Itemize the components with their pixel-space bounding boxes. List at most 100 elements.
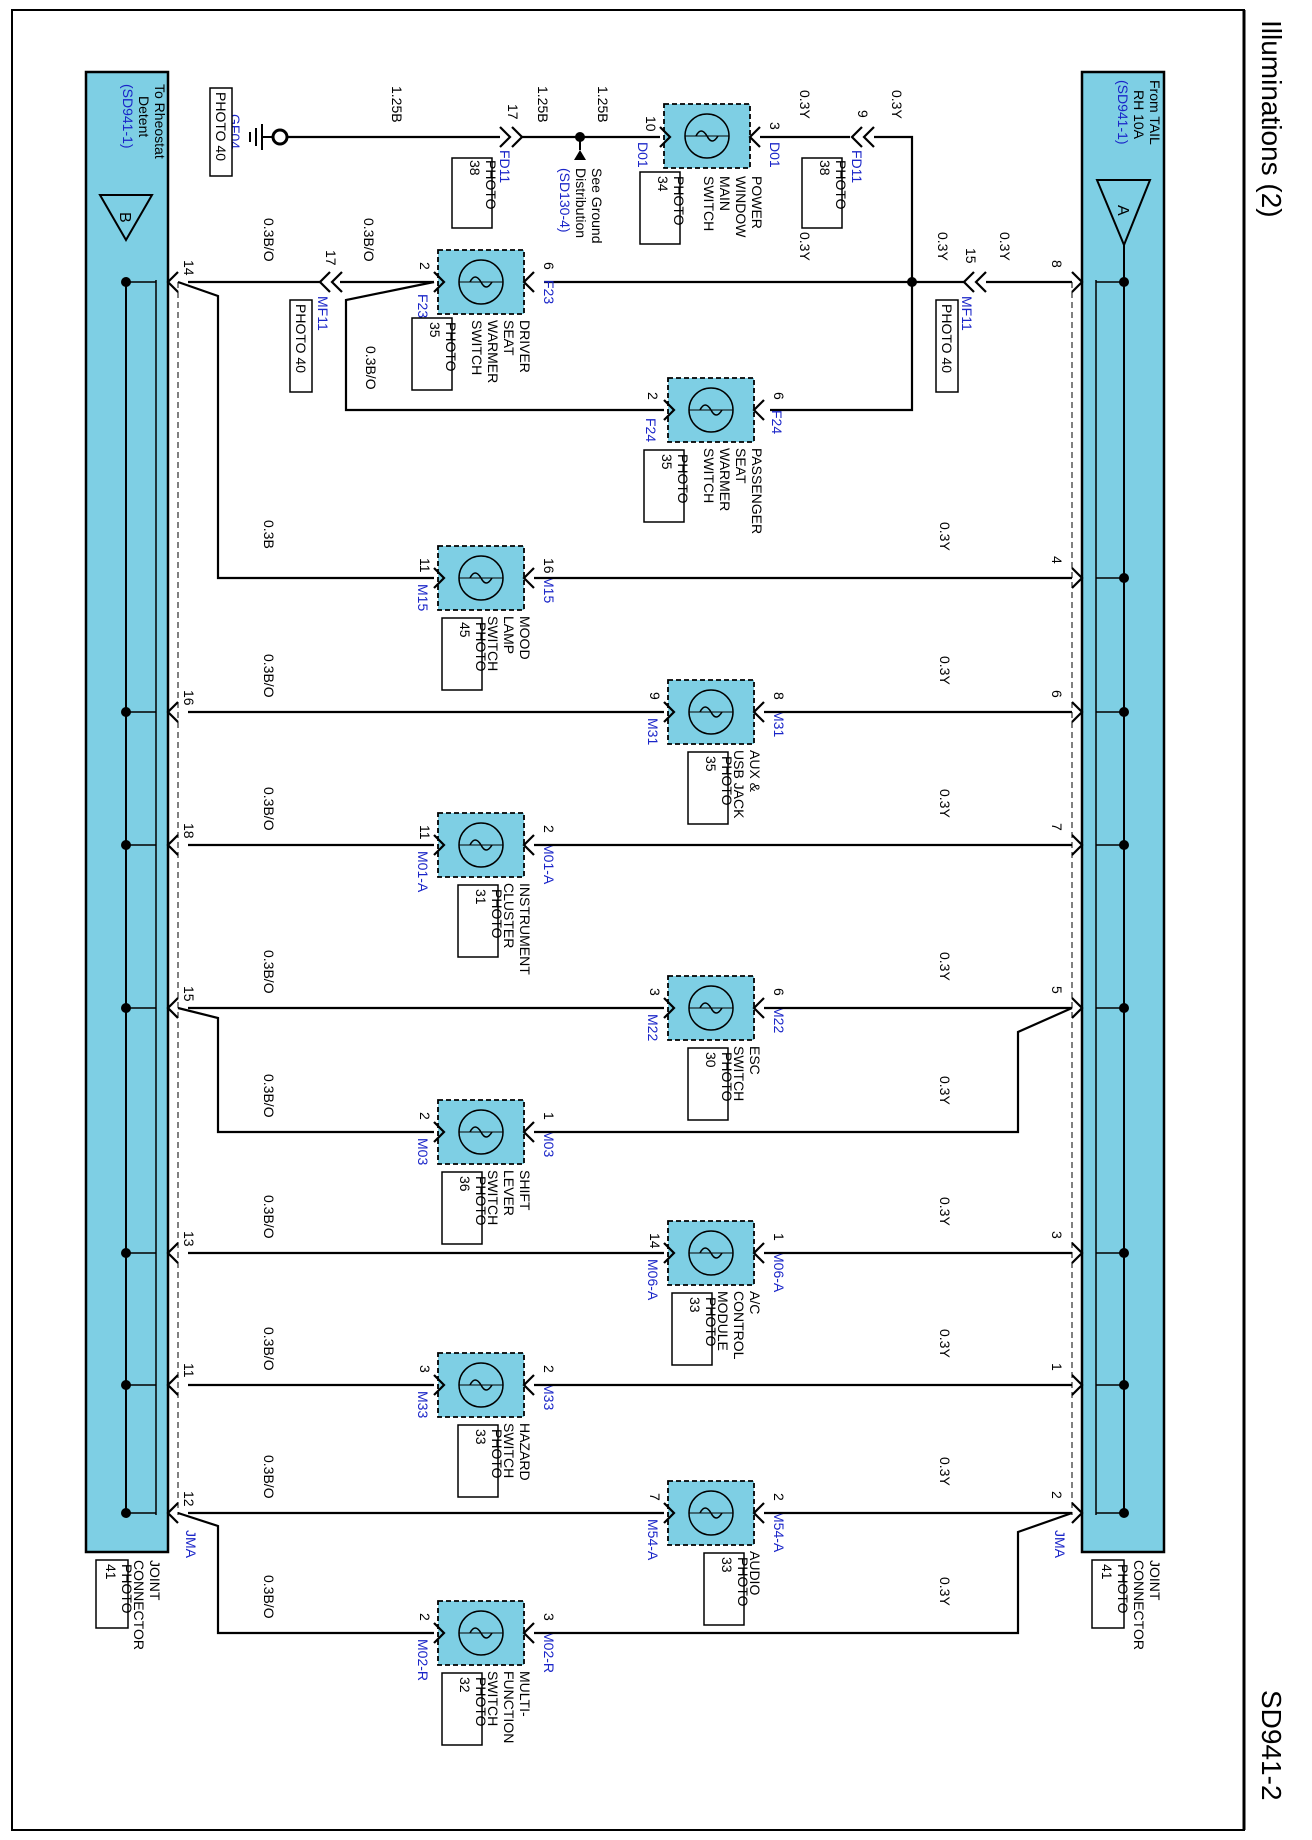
driver-seat-left-pin: 2 bbox=[417, 262, 433, 270]
comp-4-right-conn: M31 bbox=[771, 710, 787, 737]
right-joint-photo-2: 41 bbox=[1099, 1564, 1115, 1580]
left-bar-label-line1: To Rheostat bbox=[152, 84, 168, 159]
left-bar-pin-9 bbox=[166, 1374, 179, 1396]
right-bar-pin-4 bbox=[1071, 701, 1084, 723]
ground-wire-label: 1.25B bbox=[389, 86, 405, 123]
comp-10-photo-box bbox=[703, 1552, 745, 1626]
mf11-15-wire-label: 0.3Y bbox=[935, 232, 951, 261]
power-window-photo-2: 34 bbox=[655, 176, 671, 192]
power-window-photo-1: PHOTO bbox=[671, 176, 687, 226]
driver-seat-right-pin: 6 bbox=[541, 262, 557, 270]
mf11-17-wire-label: 0.3B/O bbox=[261, 218, 277, 262]
comp-6-left-pin: 3 bbox=[647, 988, 663, 996]
comp-3-name-3: SWITCH bbox=[485, 616, 501, 671]
fd11-9-to-splice-wire bbox=[770, 135, 914, 412]
comp-7-name-2: LEVER bbox=[501, 1170, 517, 1216]
fd11-9-wire-label2: 0.3Y bbox=[889, 90, 905, 119]
bar-pin-14: 14 bbox=[181, 260, 197, 276]
comp-9-right-conn: M33 bbox=[541, 1383, 557, 1410]
comp-11-photo-1: PHOTO bbox=[473, 1677, 489, 1727]
comp-8-left-wire-label: 0.3B/O bbox=[261, 1195, 277, 1239]
right-bar-pin-num-3: 4 bbox=[1049, 556, 1065, 564]
comp-7-right-wire-label: 0.3Y bbox=[937, 1076, 953, 1105]
comp-5-name-1: INSTRUMENT bbox=[517, 883, 533, 975]
comp-9-name-1: HAZARD bbox=[517, 1423, 533, 1481]
comp-9-left-pin: 3 bbox=[417, 1365, 433, 1373]
comp-6-left-wire-label: 0.3B/O bbox=[261, 950, 277, 994]
passenger-seat-name-3: WARMER bbox=[717, 448, 733, 511]
comp-8-left-pin: 14 bbox=[647, 1233, 663, 1249]
comp-7-name-1: SHIFT bbox=[517, 1170, 533, 1211]
comp-11-pins bbox=[433, 1622, 535, 1644]
seat-loop-wire-label: 0.3B/O bbox=[363, 346, 379, 390]
mf11-15-id: MF11 bbox=[959, 296, 975, 331]
mf11-17-connector bbox=[318, 271, 343, 293]
left-bar-pin-num-4: 16 bbox=[181, 690, 197, 706]
comp-10-left-pin: 7 bbox=[647, 1493, 663, 1501]
comp-5-left-wire-label: 0.3B/O bbox=[261, 787, 277, 831]
comp-3-photo-2: 45 bbox=[457, 622, 473, 638]
comp-4-left-wire-label: 0.3B/O bbox=[261, 654, 277, 698]
left-joint-name-2: CONNECTOR bbox=[131, 1560, 147, 1650]
left-joint-photo-1: PHOTO bbox=[119, 1564, 135, 1614]
comp-5-photo-1: PHOTO bbox=[489, 889, 505, 939]
right-bar-triangle bbox=[1095, 179, 1152, 248]
comp-7-left-pin: 2 bbox=[417, 1112, 433, 1120]
comp-3-left-wire-label: 0.3B bbox=[261, 520, 277, 549]
right-bar-ref: (SD941-1) bbox=[1115, 80, 1131, 145]
ground-photo: PHOTO 40 bbox=[213, 92, 229, 161]
comp-8-name-3: MODULE bbox=[715, 1291, 731, 1351]
passenger-seat-name-1: PASSENGER bbox=[749, 448, 765, 534]
left-bar-triangle bbox=[98, 194, 154, 242]
power-window-photo-box bbox=[639, 171, 681, 245]
left-bar-pin-num-6: 15 bbox=[181, 986, 197, 1002]
ground-dist-note-1: See Ground bbox=[589, 168, 605, 244]
right-joint-name-1: JOINT bbox=[1147, 1560, 1163, 1601]
mf11-15-photo-box bbox=[935, 299, 959, 393]
comp-9-right-wire-label: 0.3Y bbox=[937, 1329, 953, 1358]
comp-11-left-wire bbox=[177, 1511, 434, 1635]
comp-9-left-conn: M33 bbox=[415, 1391, 431, 1418]
right-bar-label: From TAIL RH 10A (SD941-1) bbox=[1115, 80, 1163, 145]
comp-7-right-conn: M03 bbox=[541, 1130, 557, 1157]
driver-seat-wire-label: 0.3Y bbox=[797, 232, 813, 261]
comp-5-right-conn: M01-A bbox=[541, 843, 557, 885]
component-rows: 16M1511M15MOODLAMPSWITCHPHOTO450.3Y40.3B… bbox=[121, 280, 1129, 1746]
power-window-right-conn: D01 bbox=[767, 142, 783, 168]
ground-dist-wire-label: 1.25B bbox=[595, 86, 611, 123]
seat-warmer-ground-loop bbox=[344, 280, 664, 412]
left-bar-triangle-letter: B bbox=[116, 212, 133, 223]
right-bar-pin-num-6: 5 bbox=[1049, 986, 1065, 994]
left-bar-label: To Rheostat Detent (SD941-1) bbox=[120, 84, 168, 159]
ground-dist-note-ref: (SD130-4) bbox=[557, 168, 573, 233]
power-window-name-2: WINDOW bbox=[733, 176, 749, 238]
comp-5-right-pin: 2 bbox=[541, 825, 557, 833]
comp-8-pins bbox=[663, 1242, 765, 1264]
comp-3-pins bbox=[433, 567, 535, 589]
comp-6-photo-1: PHOTO bbox=[719, 1052, 735, 1102]
comp-9-pins bbox=[433, 1374, 535, 1396]
mf11-17-wire-label2: 0.3B/O bbox=[361, 218, 377, 262]
comp-5-right-wire-label: 0.3Y bbox=[937, 789, 953, 818]
comp-4-name-1: AUX & bbox=[747, 750, 763, 793]
comp-10-pins bbox=[663, 1502, 765, 1524]
driver-seat-name-4: SWITCH bbox=[469, 320, 485, 375]
comp-4-right-pin: 8 bbox=[771, 692, 787, 700]
comp-3-photo-box bbox=[441, 617, 483, 691]
right-bar-pin-num-9: 1 bbox=[1049, 1363, 1065, 1371]
power-window-name-3: MAIN bbox=[717, 176, 733, 211]
comp-8-right-pin: 1 bbox=[771, 1233, 787, 1241]
comp-9-right-pin: 2 bbox=[541, 1365, 557, 1373]
right-bar-label-line2: RH 10A bbox=[1131, 90, 1147, 140]
comp-10-name-1: AUDIO bbox=[747, 1551, 763, 1595]
comp-11-photo-2: 32 bbox=[457, 1677, 473, 1693]
left-bar-pin-4 bbox=[166, 701, 179, 723]
mf11-15-connector bbox=[962, 271, 987, 293]
bar-pin-8: 8 bbox=[1049, 260, 1065, 268]
left-bar-ref: (SD941-1) bbox=[120, 84, 136, 149]
comp-5-pins bbox=[433, 834, 535, 856]
fd11-17-id: FD11 bbox=[497, 150, 513, 183]
comp-9-photo-box bbox=[457, 1424, 499, 1498]
comp-11-left-conn: M02-R bbox=[415, 1639, 431, 1681]
